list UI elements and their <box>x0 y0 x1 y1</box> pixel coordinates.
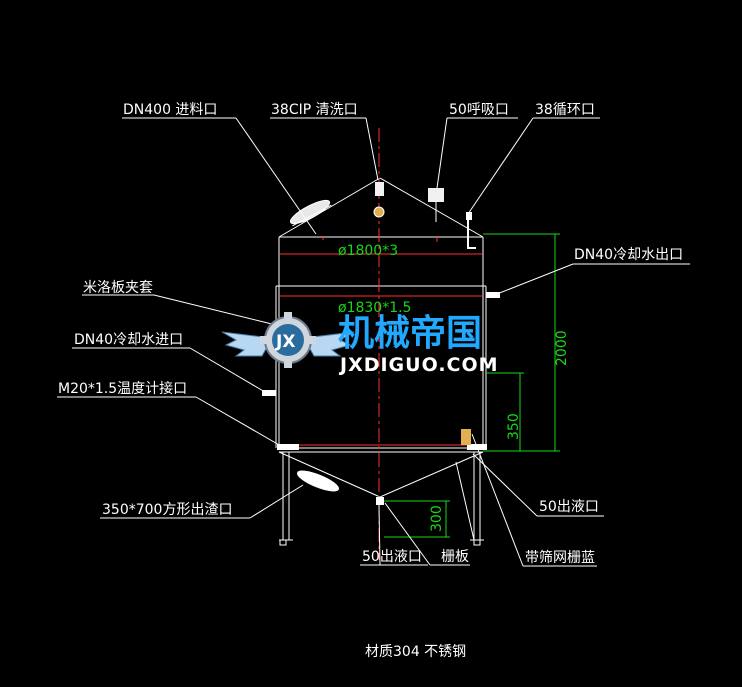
slag-outlet <box>296 470 340 492</box>
cone-depth-dimension: 300 <box>429 505 445 532</box>
support-legs <box>279 452 484 546</box>
inner-diameter-dimension: ø1800*3 <box>338 243 398 259</box>
basket-hook <box>461 429 471 445</box>
temp-nozzle <box>277 444 299 450</box>
height-dimension: 2000 <box>554 330 570 366</box>
square-outlet-label: 350*700方形出渣口 <box>102 502 232 518</box>
watermark-badge: JX <box>275 332 295 352</box>
vessel-outline <box>275 177 487 498</box>
watermark: JX 机械帝国 JXDIGUO.COM <box>221 312 499 376</box>
jacket-label: 米洛板夹套 <box>83 280 153 296</box>
circulation-port-label: 38循环口 <box>535 102 595 118</box>
outlet-height-dimension: 350 <box>506 413 522 440</box>
outlet-nozzle-bottom <box>376 497 384 505</box>
cooling-inlet-label: DN40冷却水进口 <box>74 332 183 348</box>
grid-plate-label: 栅板 <box>441 549 469 565</box>
cip-port-label: 38CIP 清洗口 <box>271 102 358 118</box>
cip-ball <box>373 206 385 218</box>
outlet-right-label: 50出液口 <box>539 499 599 515</box>
watermark-title: 机械帝国 <box>338 313 482 354</box>
cooling-outlet-label: DN40冷却水出口 <box>574 247 683 263</box>
cooling-inlet-nozzle <box>262 390 276 396</box>
gear-icon <box>260 312 316 368</box>
temp-port-label: M20*1.5温度计接口 <box>58 380 187 397</box>
feed-manway <box>289 199 332 227</box>
centerlines <box>280 128 482 560</box>
outer-diameter-dimension: ø1830*1.5 <box>338 300 411 316</box>
top-nozzles <box>289 182 476 249</box>
breather-nozzle <box>428 188 444 202</box>
leader-lines <box>57 117 690 567</box>
cooling-outlet-nozzle <box>486 292 500 298</box>
breather-port-label: 50呼吸口 <box>449 102 509 118</box>
right-wing-icon <box>303 331 355 357</box>
material-note: 材质304 不锈钢 <box>365 644 466 660</box>
left-wing-icon <box>221 331 273 357</box>
mesh-basket-label: 带筛网栅蓝 <box>525 550 595 566</box>
circulation-pipe <box>467 218 476 249</box>
feed-port-label: DN400 进料口 <box>123 102 217 118</box>
outlet-bottom-label: 50出液口 <box>362 549 422 565</box>
dimension-lines <box>384 233 560 538</box>
cip-nozzle <box>375 182 384 196</box>
watermark-url: JXDIGUO.COM <box>338 354 499 376</box>
